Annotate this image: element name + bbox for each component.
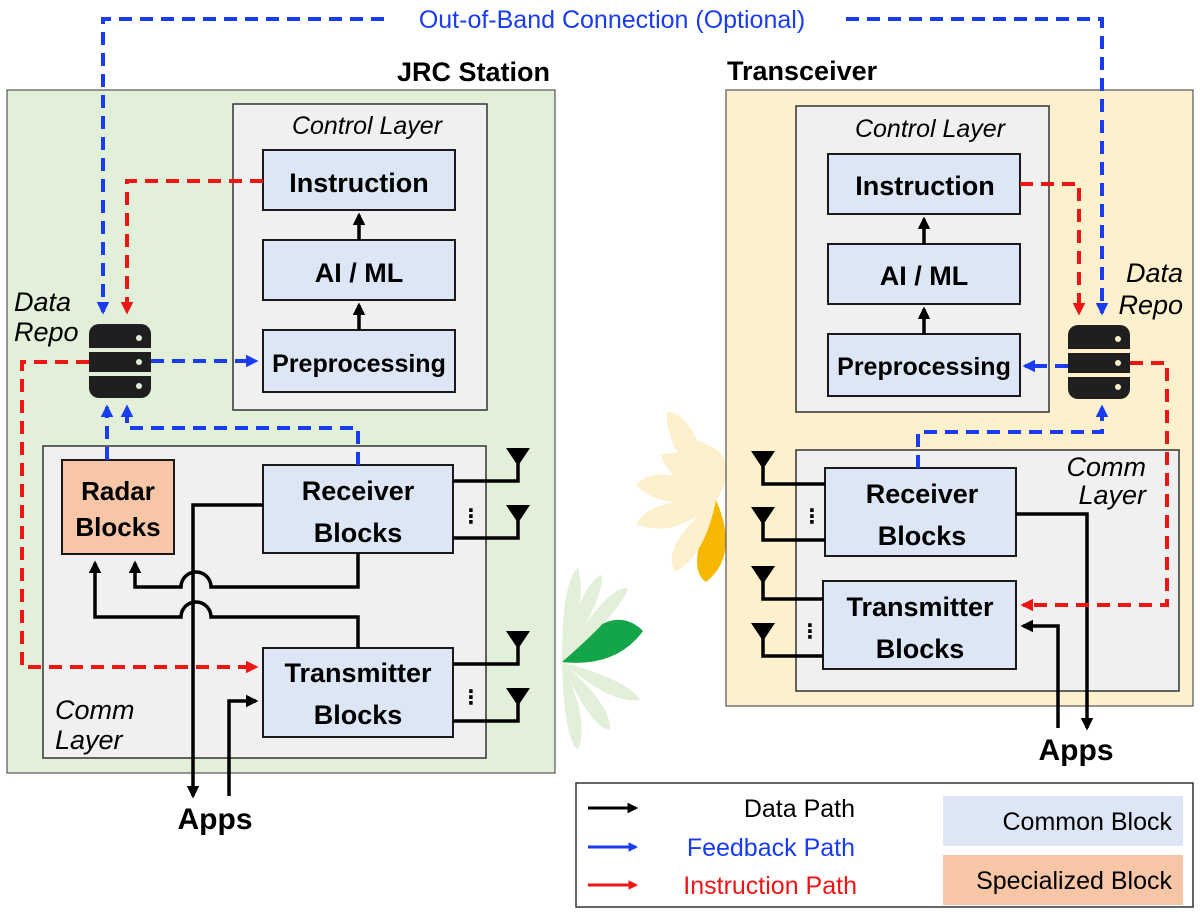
transceiver-title: Transceiver [727,56,878,86]
jrc-aiml-label: AI / ML [315,258,404,288]
jrc-apps-label: Apps [178,803,253,836]
legend-instruction-path: Instruction Path [683,872,857,900]
antenna-icon [506,505,530,523]
jrc-preprocessing-block [262,329,456,393]
legend-specialized-block: Specialized Block [976,867,1172,895]
transceiver-receiver-label-1: Receiver [866,479,979,509]
transceiver-comm-label-1: Comm [1067,452,1147,482]
svg-text:⋮: ⋮ [461,506,481,528]
legend-data-path: Data Path [744,795,855,823]
transceiver-transmitter-label-2: Blocks [876,634,965,664]
jrc-comm-label-1: Comm [55,695,135,725]
oob-connection-label: Out-of-Band Connection (Optional) [419,6,805,34]
jrc-database-icon [89,324,151,398]
jrc-receiver-block [262,464,454,554]
jrc-instruction-label: Instruction [289,168,429,198]
transceiver-control-layer-label: Control Layer [855,115,1007,143]
legend-specialized-swatch [943,855,1183,905]
jrc-data-paths: ⋮ ⋮ [88,212,530,799]
jrc-radar-block [61,459,175,555]
svg-text:⋮: ⋮ [461,687,481,709]
jrc-data-repo-label-2: Repo [14,317,79,347]
jrc-instruction-block [262,149,456,211]
antenna-icon [751,451,775,469]
transceiver: Transceiver Control Layer Instruction AI… [725,56,1194,707]
transceiver-preprocessing-block [827,333,1021,397]
legend-common-block: Common Block [1003,808,1173,836]
transceiver-transmitter-label-1: Transmitter [846,592,994,622]
antenna-icon [751,566,775,584]
transceiver-instruction-paths [1020,182,1169,612]
jrc-transmitter-label-1: Transmitter [284,658,432,688]
jrc-station-title: JRC Station [397,57,550,87]
jrc-feedback-paths [96,17,384,465]
transceiver-transmitter-block [822,580,1017,670]
jrc-radar-label-2: Blocks [75,512,160,542]
legend-common-swatch [943,796,1183,846]
transceiver-data-repo-label-2: Repo [1118,290,1183,320]
jrc-transmitter-block [262,647,454,738]
antenna-icon [751,623,775,641]
jrc-preprocessing-label: Preprocessing [272,350,446,378]
transceiver-apps-label: Apps [1039,734,1114,767]
antenna-icon [506,631,530,649]
svg-text:⋮: ⋮ [802,506,822,528]
jrc-instruction-paths [20,179,263,674]
jrc-aiml-block [262,239,456,301]
antenna-icon [506,688,530,706]
jrc-control-layer-label: Control Layer [292,112,444,140]
antenna-icon [506,448,530,466]
transceiver-receiver-block [824,467,1017,557]
jrc-receiver-label-1: Receiver [302,476,415,506]
jrc-station: JRC Station Control Layer Instruction AI… [6,57,556,774]
transceiver-data-paths: ⋮ ⋮ [751,216,1094,731]
beam-fan-jrc [562,568,643,750]
legend-feedback-path: Feedback Path [687,834,855,862]
beam-fan-transceiver [636,411,729,582]
jrc-data-repo-label-1: Data [14,287,71,317]
transceiver-aiml-label: AI / ML [880,261,969,291]
jrc-transmitter-label-2: Blocks [314,700,403,730]
transceiver-data-repo-label-1: Data [1126,258,1183,288]
legend: Data Path Feedback Path Instruction Path… [575,782,1194,908]
jrc-comm-label-2: Layer [55,725,124,755]
jrc-radar-label-1: Radar [81,476,155,506]
svg-text:⋮: ⋮ [800,621,820,643]
transceiver-comm-label-2: Layer [1078,480,1147,510]
transceiver-instruction-label: Instruction [855,171,995,201]
antenna-icon [751,507,775,525]
jrc-receiver-label-2: Blocks [314,518,403,548]
transceiver-preprocessing-label: Preprocessing [837,353,1011,381]
transceiver-receiver-label-2: Blocks [878,521,967,551]
transceiver-feedback-paths [846,17,1109,468]
transceiver-database-icon [1068,325,1130,399]
